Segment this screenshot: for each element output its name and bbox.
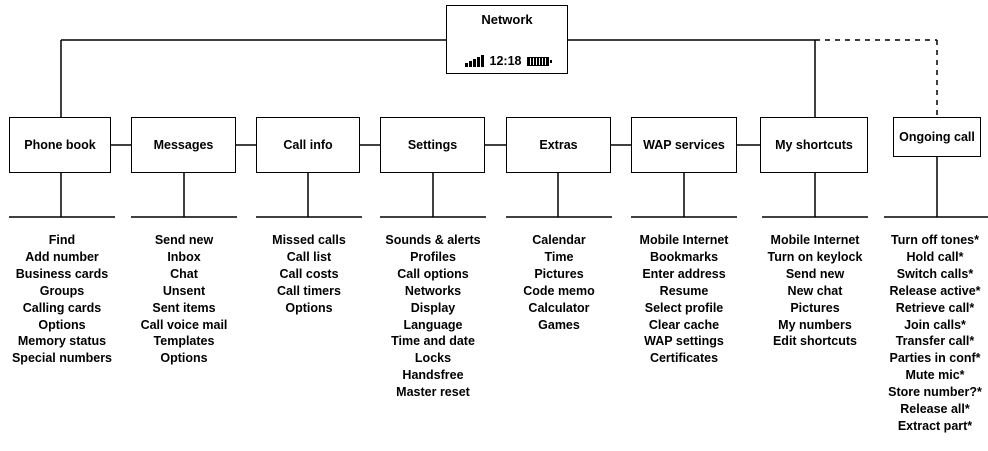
menu-item: Chat <box>170 266 198 281</box>
menu-item: Find <box>48 233 76 247</box>
menu-item: Calendar <box>532 233 586 247</box>
clock-text: 12:18 <box>489 54 522 68</box>
menu-item: Edit shortcuts <box>772 334 858 349</box>
menu-box-messages: Messages <box>131 117 236 173</box>
menu-item: Handsfree <box>402 368 464 383</box>
menu-item: Hold call* <box>906 249 964 264</box>
menu-item: Networks <box>404 283 462 298</box>
menu-item: Calculator <box>528 300 590 315</box>
menu-item: Release active* <box>889 283 981 298</box>
bracket-my-shortcuts <box>762 173 868 218</box>
menu-item: Profiles <box>410 249 456 264</box>
submenu-phone-book: Find Add number Business cards Groups Ca… <box>9 232 115 367</box>
menu-item: Select profile <box>644 300 724 315</box>
menu-item: Turn off tones* <box>891 233 979 247</box>
bracket-phone-book <box>9 173 115 218</box>
menu-item: WAP settings <box>644 334 724 349</box>
menu-item: Enter address <box>642 266 726 281</box>
menu-item: Add number <box>25 249 99 264</box>
menu-item: Sent items <box>152 300 216 315</box>
menu-item: Switch calls* <box>896 266 974 281</box>
menu-item: Extract part* <box>897 418 973 433</box>
menu-item: Time <box>544 249 574 264</box>
menu-item: New chat <box>787 283 843 298</box>
submenu-wap-services: Mobile Internet Bookmarks Enter address … <box>631 232 737 367</box>
menu-item: Language <box>403 317 463 332</box>
menu-item: Bookmarks <box>649 249 719 264</box>
menu-item: Mute mic* <box>905 368 965 383</box>
menu-box-settings: Settings <box>380 117 485 173</box>
menu-item: Call timers <box>277 283 341 298</box>
menu-item: Mobile Internet <box>639 233 729 247</box>
menu-item: Master reset <box>396 385 470 400</box>
submenu-settings: Sounds & alerts Profiles Call options Ne… <box>380 232 486 401</box>
bracket-extras <box>506 173 612 218</box>
menu-item: My numbers <box>778 317 852 332</box>
menu-box-extras: Extras <box>506 117 611 173</box>
submenu-ongoing-call: Turn off tones* Hold call* Switch calls*… <box>882 232 988 435</box>
menu-item: Release all* <box>900 402 970 417</box>
menu-item: Resume <box>659 283 709 298</box>
menu-item: Time and date <box>391 334 475 349</box>
submenu-extras: Calendar Time Pictures Code memo Calcula… <box>506 232 612 333</box>
menu-item: Parties in conf* <box>889 351 981 366</box>
menu-item: Store number?* <box>888 385 982 400</box>
menu-item: Templates <box>153 334 215 349</box>
menu-item: Inbox <box>167 249 201 264</box>
menu-box-call-info: Call info <box>256 117 360 173</box>
menu-item: Memory status <box>17 334 107 349</box>
menu-item: Calling cards <box>22 300 102 315</box>
menu-item: Business cards <box>15 266 109 281</box>
menu-item: Locks <box>414 351 452 366</box>
menu-item: Sounds & alerts <box>385 233 481 247</box>
network-title: Network <box>481 12 533 27</box>
menu-item: Unsent <box>162 283 206 298</box>
menu-item: Call costs <box>279 266 339 281</box>
submenu-my-shortcuts: Mobile Internet Turn on keylock Send new… <box>756 232 874 350</box>
menu-item: Code memo <box>523 283 595 298</box>
menu-item: Missed calls <box>272 233 346 247</box>
bracket-call-info <box>256 173 362 218</box>
submenu-messages: Send new Inbox Chat Unsent Sent items Ca… <box>131 232 237 367</box>
menu-item: Send new <box>154 233 214 247</box>
menu-item: Pictures <box>534 266 584 281</box>
menu-item: Games <box>538 317 580 332</box>
menu-box-my-shortcuts: My shortcuts <box>760 117 868 173</box>
bracket-messages <box>131 173 237 218</box>
menu-item: Call options <box>397 266 469 281</box>
submenu-call-info: Missed calls Call list Call costs Call t… <box>256 232 362 317</box>
menu-item: Special numbers <box>11 351 113 366</box>
menu-item: Mobile Internet <box>770 233 860 247</box>
menu-item: Options <box>160 351 208 366</box>
menu-item: Retrieve call* <box>895 300 975 315</box>
menu-item: Send new <box>785 266 845 281</box>
battery-icon <box>527 56 553 66</box>
menu-item: Transfer call* <box>895 334 975 349</box>
bracket-ongoing-call <box>884 157 988 218</box>
menu-box-phone-book: Phone book <box>9 117 111 173</box>
menu-item: Certificates <box>649 351 719 366</box>
signal-strength-icon <box>464 55 484 67</box>
menu-item: Options <box>38 317 86 332</box>
menu-box-ongoing-call: Ongoing call <box>893 117 981 157</box>
bracket-wap-services <box>631 173 737 218</box>
status-bar: 12:18 <box>447 53 567 69</box>
menu-item: Turn on keylock <box>767 249 863 264</box>
menu-item: Clear cache <box>648 317 720 332</box>
menu-item: Call voice mail <box>140 317 228 332</box>
bracket-settings <box>380 173 486 218</box>
menu-item: Call list <box>286 249 332 264</box>
menu-item: Join calls* <box>904 317 966 332</box>
menu-item: Pictures <box>790 300 840 315</box>
menu-item: Options <box>285 300 333 315</box>
network-screen-box: Network 12:18 <box>446 5 568 74</box>
menu-item: Groups <box>39 283 85 298</box>
menu-item: Display <box>410 300 456 315</box>
menu-box-wap-services: WAP services <box>631 117 737 173</box>
